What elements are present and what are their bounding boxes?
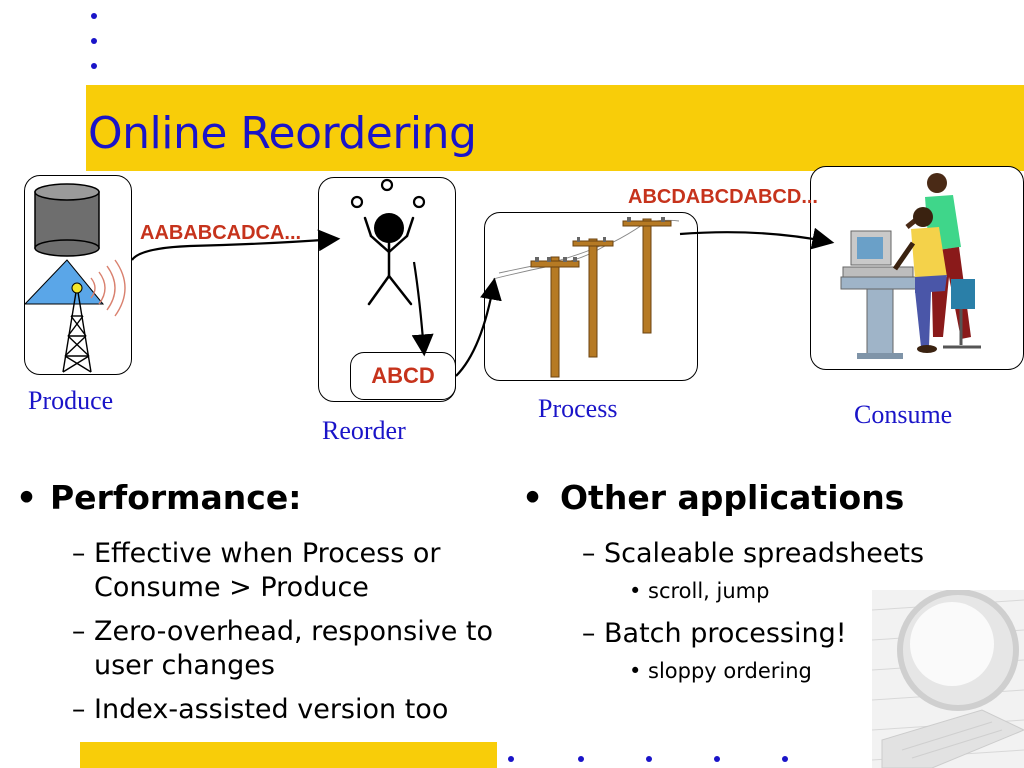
input-sequence: AABABCADCA... bbox=[140, 222, 302, 244]
other-applications-heading: Other applications bbox=[560, 478, 905, 517]
performance-item-2: Zero-overhead, responsive to user change… bbox=[94, 616, 493, 681]
bullet-level2: – Zero-overhead, responsive to user chan… bbox=[16, 615, 506, 683]
consume-panel bbox=[810, 166, 1024, 370]
decor-dot bbox=[578, 756, 584, 762]
output-sequence: ABCDABCDABCD... bbox=[628, 186, 818, 208]
application-item-1: Scaleable spreadsheets bbox=[604, 538, 925, 569]
faded-computer-icon bbox=[872, 590, 1024, 768]
arrow-process-to-consume bbox=[679, 227, 835, 250]
performance-item-3: Index-assisted version too bbox=[94, 694, 449, 725]
decor-dot bbox=[782, 756, 788, 762]
users-at-computer-icon bbox=[840, 173, 981, 359]
process-panel bbox=[484, 212, 698, 381]
bullet-level3: • scroll, jump bbox=[628, 579, 770, 603]
application-sub-1: scroll, jump bbox=[648, 579, 770, 603]
produce-panel bbox=[23, 175, 132, 375]
reordered-buffer: ABCD bbox=[350, 352, 456, 400]
decor-dot bbox=[91, 38, 97, 44]
process-label: Process bbox=[538, 394, 618, 423]
bullet-level2: – Batch processing! bbox=[581, 618, 847, 649]
bottom-accent-bar bbox=[80, 742, 497, 768]
bullet-level2: – Effective when Process or Consume > Pr… bbox=[16, 537, 506, 605]
decor-dot bbox=[508, 756, 514, 762]
other-applications-section: •Other applications – Scaleable spreadsh… bbox=[522, 478, 952, 683]
reordered-sequence: ABCD bbox=[371, 363, 435, 388]
juggler-icon bbox=[350, 178, 426, 306]
bullet-level1: •Performance: bbox=[16, 478, 302, 517]
decor-dot bbox=[91, 13, 97, 19]
decor-dot bbox=[91, 63, 97, 69]
decor-dot bbox=[714, 756, 720, 762]
bullet-level3: • sloppy ordering bbox=[628, 659, 812, 683]
application-item-2: Batch processing! bbox=[604, 618, 847, 649]
performance-heading: Performance: bbox=[50, 478, 302, 517]
utility-poles-icon bbox=[492, 217, 680, 378]
decor-dot bbox=[646, 756, 652, 762]
title-bar bbox=[86, 85, 1024, 171]
database-tower-icon bbox=[23, 183, 126, 373]
reorder-label: Reorder bbox=[322, 416, 406, 445]
application-sub-2: sloppy ordering bbox=[648, 659, 812, 683]
bullet-level1: •Other applications bbox=[522, 478, 905, 517]
bullet-level2: – Scaleable spreadsheets bbox=[581, 538, 925, 569]
performance-item-1: Effective when Process or Consume > Prod… bbox=[94, 538, 441, 603]
consume-label: Consume bbox=[854, 400, 953, 429]
slide-title: Online Reordering bbox=[88, 108, 477, 159]
performance-section: •Performance: – Effective when Process o… bbox=[16, 478, 506, 727]
produce-label: Produce bbox=[28, 386, 114, 415]
bullet-level2: – Index-assisted version too bbox=[16, 693, 506, 727]
